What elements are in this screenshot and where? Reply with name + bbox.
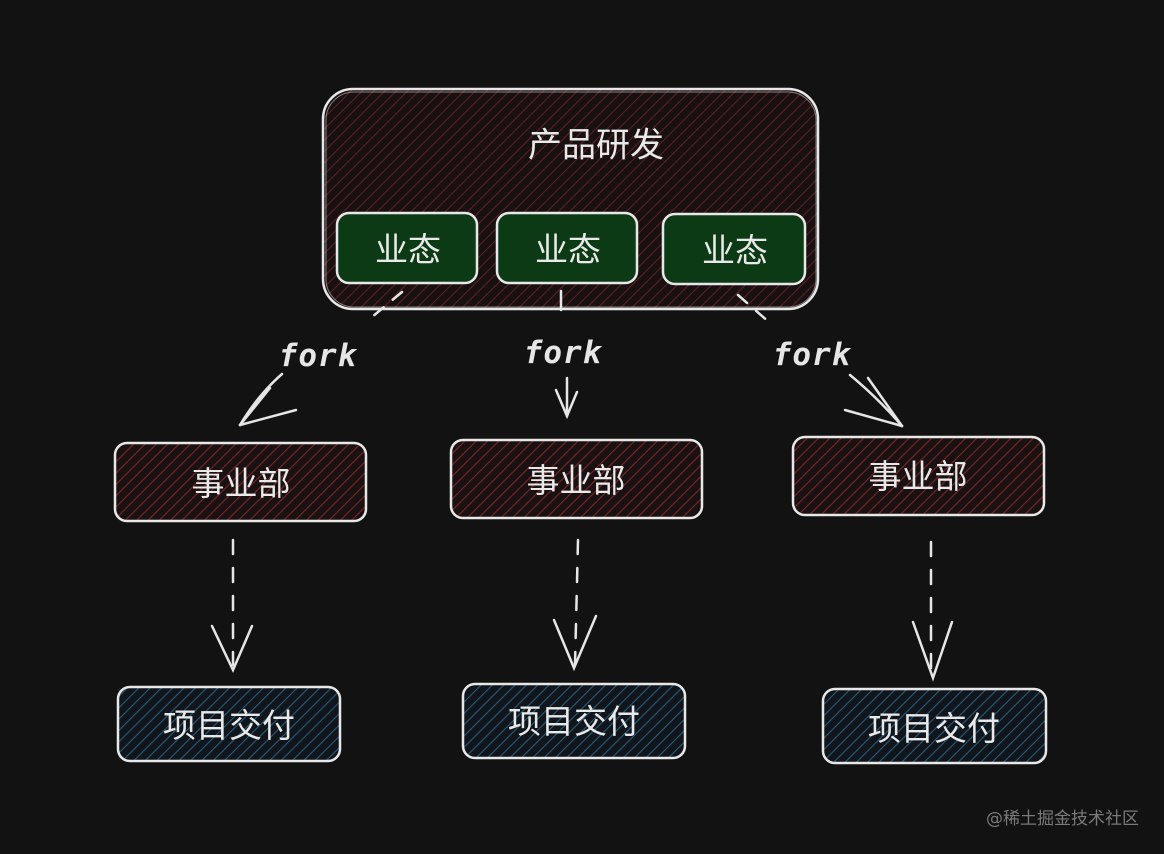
division-box-3	[791, 435, 1046, 517]
product-rd-title: 产品研发	[528, 125, 664, 166]
state-label-3: 业态	[702, 231, 768, 270]
state-box-3	[661, 212, 807, 286]
delivery-box-3	[821, 687, 1048, 765]
division-box-2	[449, 438, 704, 520]
state-label-2: 业态	[535, 230, 601, 269]
fork-connector-left	[238, 290, 404, 427]
delivery-label-2: 项目交付	[508, 702, 640, 741]
delivery-arrow-1	[210, 538, 254, 674]
delivery-arrow-3	[911, 540, 954, 682]
state-box-1	[335, 211, 479, 285]
fork-connector-middle	[554, 289, 579, 420]
fork-label-right: fork	[772, 337, 852, 373]
fork-label-left: fork	[278, 338, 358, 374]
watermark: @稀土掘金技术社区	[986, 809, 1139, 829]
delivery-label-1: 项目交付	[163, 706, 295, 745]
delivery-box-2	[461, 682, 687, 760]
division-box-1	[113, 441, 368, 523]
delivery-label-3: 项目交付	[868, 709, 1000, 748]
state-label-1: 业态	[375, 230, 441, 269]
division-label-2: 事业部	[526, 461, 626, 500]
fork-label-middle: fork	[523, 335, 603, 371]
delivery-box-1	[116, 685, 342, 763]
division-label-3: 事业部	[868, 457, 968, 496]
state-box-2	[495, 211, 639, 285]
division-label-1: 事业部	[191, 464, 291, 503]
fork-connector-right	[736, 293, 904, 428]
delivery-arrow-2	[552, 538, 598, 672]
